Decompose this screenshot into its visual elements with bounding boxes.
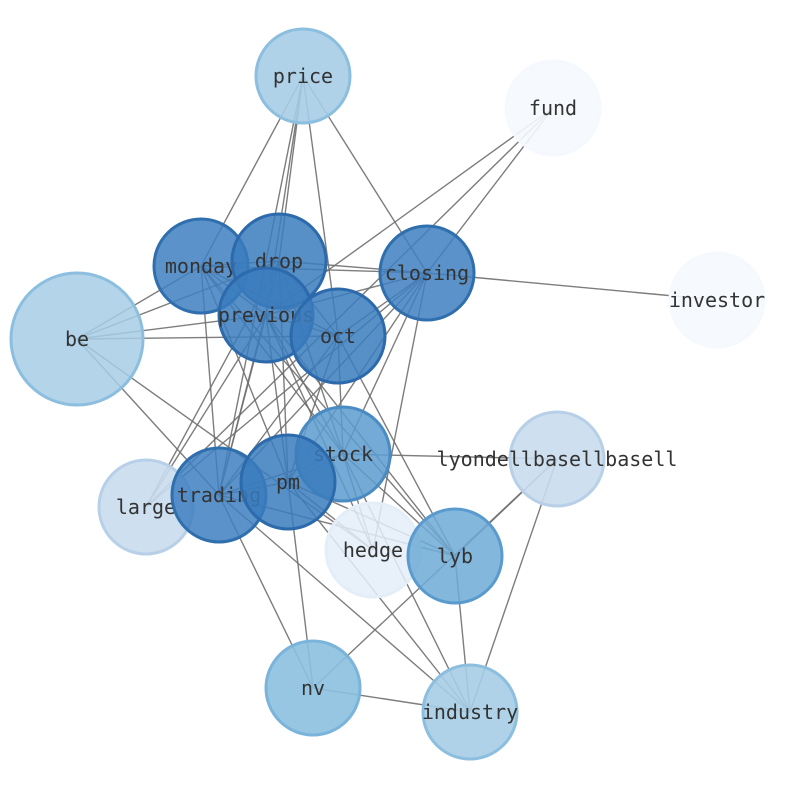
node-monday: monday (152, 217, 250, 315)
node-lyondellbasellbasell: lyondellbasellbasell (437, 410, 678, 508)
node-circle-be (9, 271, 145, 407)
node-previous: previous (217, 266, 315, 364)
node-circle-lyb (406, 507, 504, 605)
node-be: be (9, 271, 145, 407)
node-label-nv: nv (301, 676, 325, 700)
node-circle-nv (264, 639, 362, 737)
node-circle-pm (239, 433, 337, 531)
edge-closing-investor (426, 272, 718, 301)
node-label-hedge: hedge (343, 538, 403, 562)
node-circle-oct (289, 287, 387, 385)
node-pm: pm (239, 433, 337, 531)
node-label-be: be (65, 327, 89, 351)
node-label-lyb: lyb (437, 544, 473, 568)
node-price: price (254, 27, 352, 125)
node-circle-lyondellbasellbasell (508, 410, 606, 508)
node-circle-closing (378, 224, 476, 322)
node-closing: closing (378, 224, 476, 322)
node-large: large (97, 458, 195, 556)
node-label-investor: investor (669, 288, 765, 312)
node-hedge: hedge (324, 501, 422, 599)
node-label-industry: industry (422, 700, 518, 724)
node-circle-fund (504, 59, 602, 157)
edges-layer (76, 75, 718, 713)
node-label-pm: pm (276, 470, 300, 494)
node-investor: investor (668, 251, 766, 349)
node-nv: nv (264, 639, 362, 737)
node-label-monday: monday (165, 254, 237, 278)
node-label-lyondellbasellbasell: lyondellbasellbasell (437, 447, 678, 471)
node-label-fund: fund (529, 96, 577, 120)
node-circle-investor (668, 251, 766, 349)
node-fund: fund (504, 59, 602, 157)
node-lyb: lyb (406, 507, 504, 605)
node-label-large: large (116, 495, 176, 519)
edge-trading-industry (218, 494, 471, 713)
node-circle-industry (421, 663, 519, 761)
node-label-price: price (273, 64, 333, 88)
node-industry: industry (421, 663, 519, 761)
node-label-oct: oct (320, 324, 356, 348)
node-oct: oct (289, 287, 387, 385)
node-circle-price (254, 27, 352, 125)
node-label-closing: closing (385, 261, 469, 285)
